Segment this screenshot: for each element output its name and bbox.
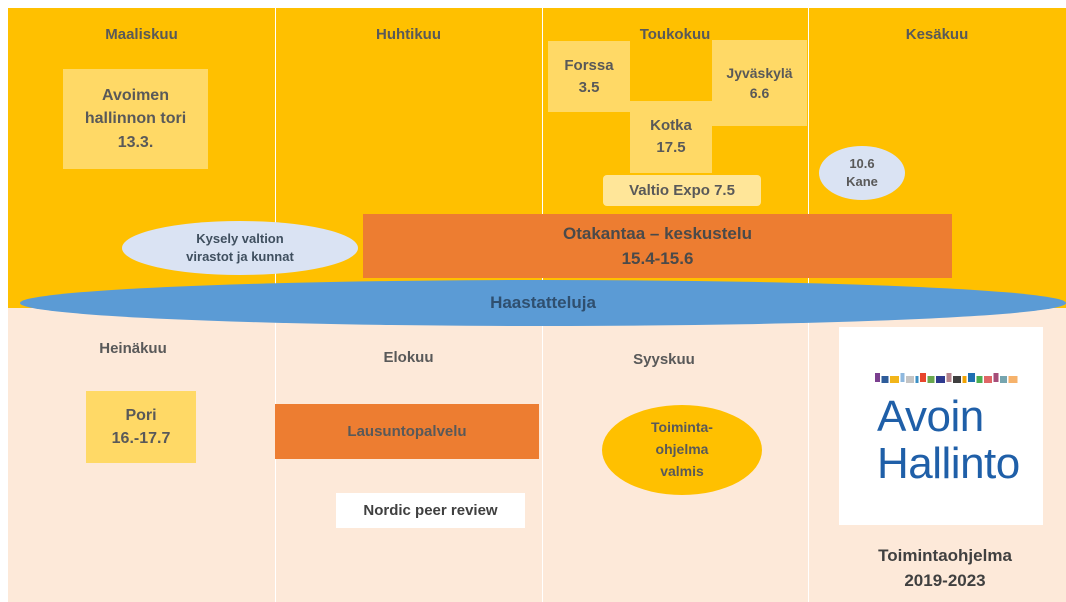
logo-stripe-segment xyxy=(968,373,975,382)
haastatteluja-label: Haastatteluja xyxy=(490,292,596,312)
logo-stripe-segment xyxy=(984,376,992,383)
avoin-hallinto-logo: Avoin Hallinto xyxy=(839,327,1043,525)
event-nordic-peer-review: Nordic peer review xyxy=(336,493,525,528)
logo-color-stripe-icon xyxy=(875,373,1018,383)
logo-stripe-segment xyxy=(962,376,967,383)
logo-stripe-segment xyxy=(953,376,961,383)
logo-stripe-segment xyxy=(993,373,999,382)
logo-hallinto-text: Hallinto xyxy=(877,439,1020,488)
month-huhtikuu: Huhtikuu xyxy=(376,26,441,43)
logo-stripe-segment xyxy=(1008,376,1018,383)
event-otakantaa-keskustelu: Otakantaa – keskustelu 15.4-15.6 xyxy=(363,214,952,278)
column-divider xyxy=(542,308,543,602)
month-toukokuu: Toukokuu xyxy=(639,26,711,43)
column-divider xyxy=(808,8,809,308)
column-divider xyxy=(275,8,276,308)
event-kysely: Kysely valtion virastot ja kunnat xyxy=(122,221,358,275)
month-heinakuu: Heinäkuu xyxy=(99,340,167,357)
month-syyskuu: Syyskuu xyxy=(633,351,695,368)
column-divider xyxy=(542,8,543,308)
logo-stripe-segment xyxy=(881,376,889,383)
logo-stripe-segment xyxy=(976,376,983,383)
logo-stripe-segment xyxy=(1000,376,1007,383)
logo-stripe-segment xyxy=(890,376,899,383)
program-title: Toimintaohjelma 2019-2023 xyxy=(878,545,1012,591)
event-haastatteluja: Haastatteluja xyxy=(20,280,1066,326)
logo-stripe-segment xyxy=(915,376,919,383)
event-jyvaskyla: Jyväskylä 6.6 xyxy=(712,40,807,126)
logo-stripe-segment xyxy=(906,376,914,383)
logo-stripe-segment xyxy=(900,373,905,382)
event-kane: 10.6 Kane xyxy=(819,146,905,200)
column-divider xyxy=(808,308,809,602)
event-forssa: Forssa 3.5 xyxy=(548,41,630,112)
month-maaliskuu: Maaliskuu xyxy=(105,26,178,43)
event-avoimen-hallinnon-tori: Avoimen hallinnon tori 13.3. xyxy=(63,69,208,169)
event-valtio-expo: Valtio Expo 7.5 xyxy=(603,175,761,206)
logo-stripe-segment xyxy=(946,373,952,382)
month-kesakuu: Kesäkuu xyxy=(905,26,969,43)
logo-stripe-segment xyxy=(875,373,880,382)
month-elokuu: Elokuu xyxy=(383,349,434,366)
logo-stripe-segment xyxy=(927,376,935,383)
event-kotka: Kotka 17.5 xyxy=(630,101,712,173)
logo-stripe-segment xyxy=(920,373,926,382)
logo-avoin-text: Avoin xyxy=(877,392,984,441)
event-pori: Pori 16.-17.7 xyxy=(86,391,196,463)
logo-stripe-segment xyxy=(936,376,945,383)
event-toimintaohjelma-valmis: Toiminta- ohjelma valmis xyxy=(602,405,762,495)
event-lausuntopalvelu: Lausuntopalvelu xyxy=(275,404,539,459)
